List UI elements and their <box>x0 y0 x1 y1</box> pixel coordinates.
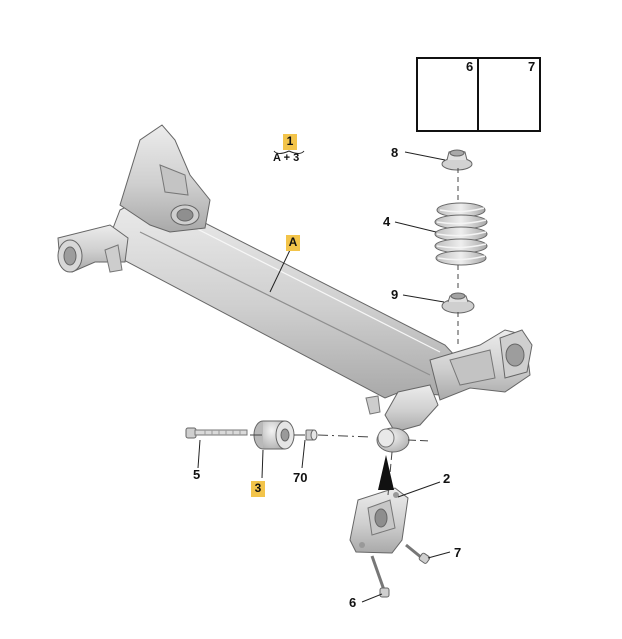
upper-spring-seat <box>441 149 473 171</box>
mounting-bracket <box>349 487 409 554</box>
callout-8: 8 <box>391 145 399 160</box>
inset-label-7: 7 <box>528 59 536 74</box>
nut-70 <box>305 429 318 441</box>
assembly-lines <box>250 168 459 496</box>
assembly-arrow <box>378 455 394 490</box>
callout-7-lower: 7 <box>454 545 462 560</box>
kit-formula: A + 3 <box>273 152 300 164</box>
bolt-7-lower <box>405 543 431 564</box>
callout-6-lower: 6 <box>349 595 357 610</box>
bushing-3 <box>253 420 295 450</box>
callout-70: 70 <box>293 470 308 485</box>
callout-9: 9 <box>391 287 399 302</box>
leader-lines <box>197 150 451 603</box>
inset-label-6: 6 <box>466 59 474 74</box>
callout-5: 5 <box>193 467 201 482</box>
callout-2: 2 <box>443 471 451 486</box>
axle-beam <box>57 124 533 453</box>
lower-spring-seat <box>441 292 475 314</box>
callout-4: 4 <box>383 214 391 229</box>
bolt-6-lower <box>370 555 390 598</box>
ref-tag-1: 1 <box>283 134 297 150</box>
ref-tag-A: A <box>286 235 300 251</box>
coil-spring <box>434 202 488 266</box>
inset-divider <box>477 57 479 132</box>
ref-tag-3: 3 <box>251 481 265 497</box>
bolt-5 <box>185 427 248 439</box>
